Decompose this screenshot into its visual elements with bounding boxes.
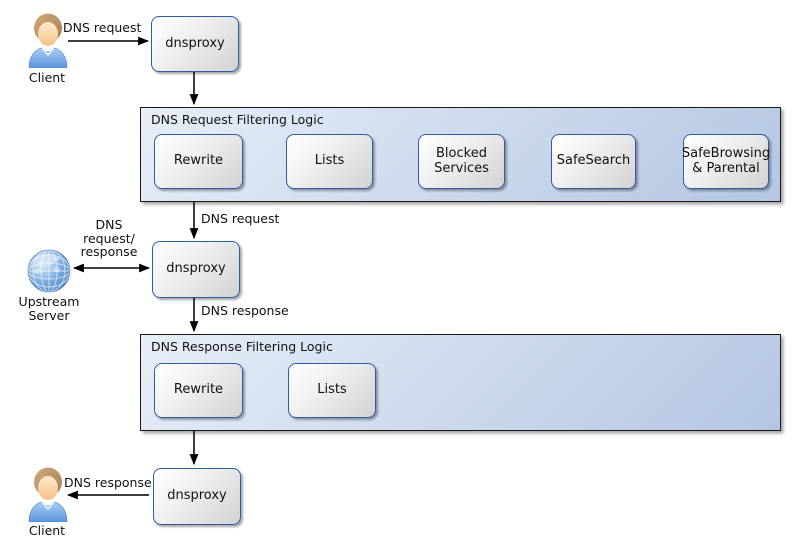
rewrite-box: Rewrite: [154, 134, 243, 189]
dnsproxy-top-node: dnsproxy: [151, 16, 239, 72]
upstream-server-node: [27, 249, 71, 293]
label-dns-request-response: DNS request/ response: [80, 217, 138, 259]
globe-icon: [27, 249, 71, 293]
label-dns-request-mid: DNS request: [201, 211, 280, 226]
request-filtering-title: DNS Request Filtering Logic: [151, 112, 324, 127]
label-dns-response-bottom: DNS response: [64, 475, 152, 490]
person-icon: [28, 13, 68, 69]
upstream-server-label: Upstream Server: [18, 294, 80, 323]
response-filtering-container: DNS Response Filtering Logic Rewrite Lis…: [140, 334, 781, 431]
client-bottom-node: [26, 466, 70, 523]
client-top-node: [26, 12, 70, 69]
lists-box-response: Lists: [288, 363, 376, 418]
safebrowsing-parental-box: SafeBrowsing & Parental: [682, 134, 770, 189]
dnsproxy-middle-node: dnsproxy: [152, 241, 240, 298]
rewrite-box-response: Rewrite: [154, 363, 243, 418]
client-top-label: Client: [28, 70, 66, 85]
client-bottom-label: Client: [28, 523, 66, 538]
blocked-services-box: Blocked Services: [418, 134, 505, 189]
label-dns-request-top: DNS request: [63, 20, 142, 35]
lists-box: Lists: [286, 134, 373, 189]
dnsproxy-bottom-node: dnsproxy: [153, 468, 241, 525]
request-filtering-container: DNS Request Filtering Logic Rewrite List…: [140, 107, 781, 202]
person-icon: [28, 467, 68, 523]
response-filtering-title: DNS Response Filtering Logic: [151, 339, 333, 354]
label-dns-response-mid: DNS response: [201, 303, 289, 318]
safesearch-box: SafeSearch: [551, 134, 636, 189]
